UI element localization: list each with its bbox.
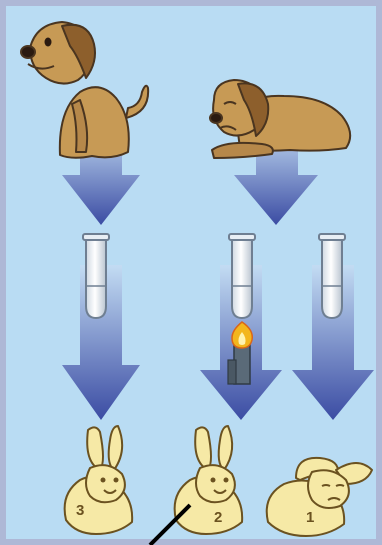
rabbit-number-label: 3	[76, 502, 84, 519]
dog-nose	[210, 113, 222, 123]
dog-eye	[45, 38, 52, 47]
test-tube-1	[83, 234, 109, 318]
dog-paws	[212, 143, 273, 158]
test-tube-3	[319, 234, 345, 318]
dog-nose	[21, 46, 35, 58]
rabbit-head	[196, 465, 235, 502]
rabbit-head	[308, 470, 349, 508]
rabbit-number-label: 1	[306, 509, 314, 526]
rabbit-head	[86, 465, 125, 502]
rabbit-number-label: 2	[214, 509, 222, 526]
test-tube-2	[229, 234, 255, 318]
